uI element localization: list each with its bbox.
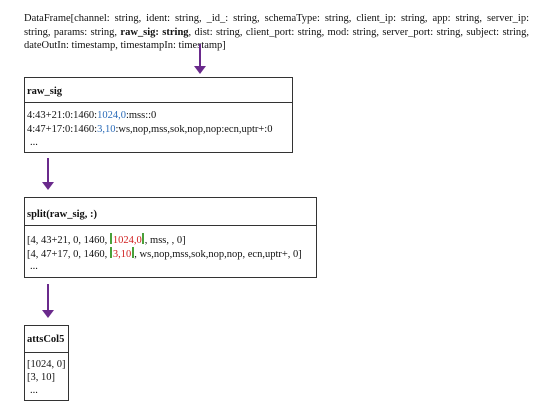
down-arrow-icon	[42, 284, 54, 318]
table-row: [1024, 0]	[27, 359, 66, 370]
table-row: 4:43+21:0:1460:1024,0:mss::0	[27, 110, 157, 121]
column-header: attsCol5	[27, 334, 65, 345]
schema-highlight: raw_sig: string	[120, 26, 189, 38]
dataframe-schema: DataFrame[channel: string, ident: string…	[24, 12, 529, 53]
down-arrow-icon	[42, 158, 54, 190]
column-header: split(raw_sig, :)	[27, 209, 97, 220]
ellipsis-row: ...	[30, 137, 38, 148]
column-header: raw_sig	[27, 86, 62, 97]
ellipsis-row: ...	[30, 385, 38, 396]
table-row: [4, 47+17, 0, 1460, 3,10, ws,nop,mss,sok…	[27, 247, 302, 260]
table-row: [3, 10]	[27, 372, 55, 383]
table-row: [4, 43+21, 0, 1460, 1024,0, mss, , 0]	[27, 233, 186, 246]
schema-text: DataFrame[channel: string, ident: string…	[24, 13, 529, 38]
schema-text-end: , dist: string, client_port: string, mod…	[24, 26, 529, 52]
down-arrow-icon	[194, 44, 206, 74]
table-row: 4:47+17:0:1460:3,10:ws,nop,mss,sok,nop,n…	[27, 124, 273, 135]
ellipsis-row: ...	[30, 261, 38, 272]
